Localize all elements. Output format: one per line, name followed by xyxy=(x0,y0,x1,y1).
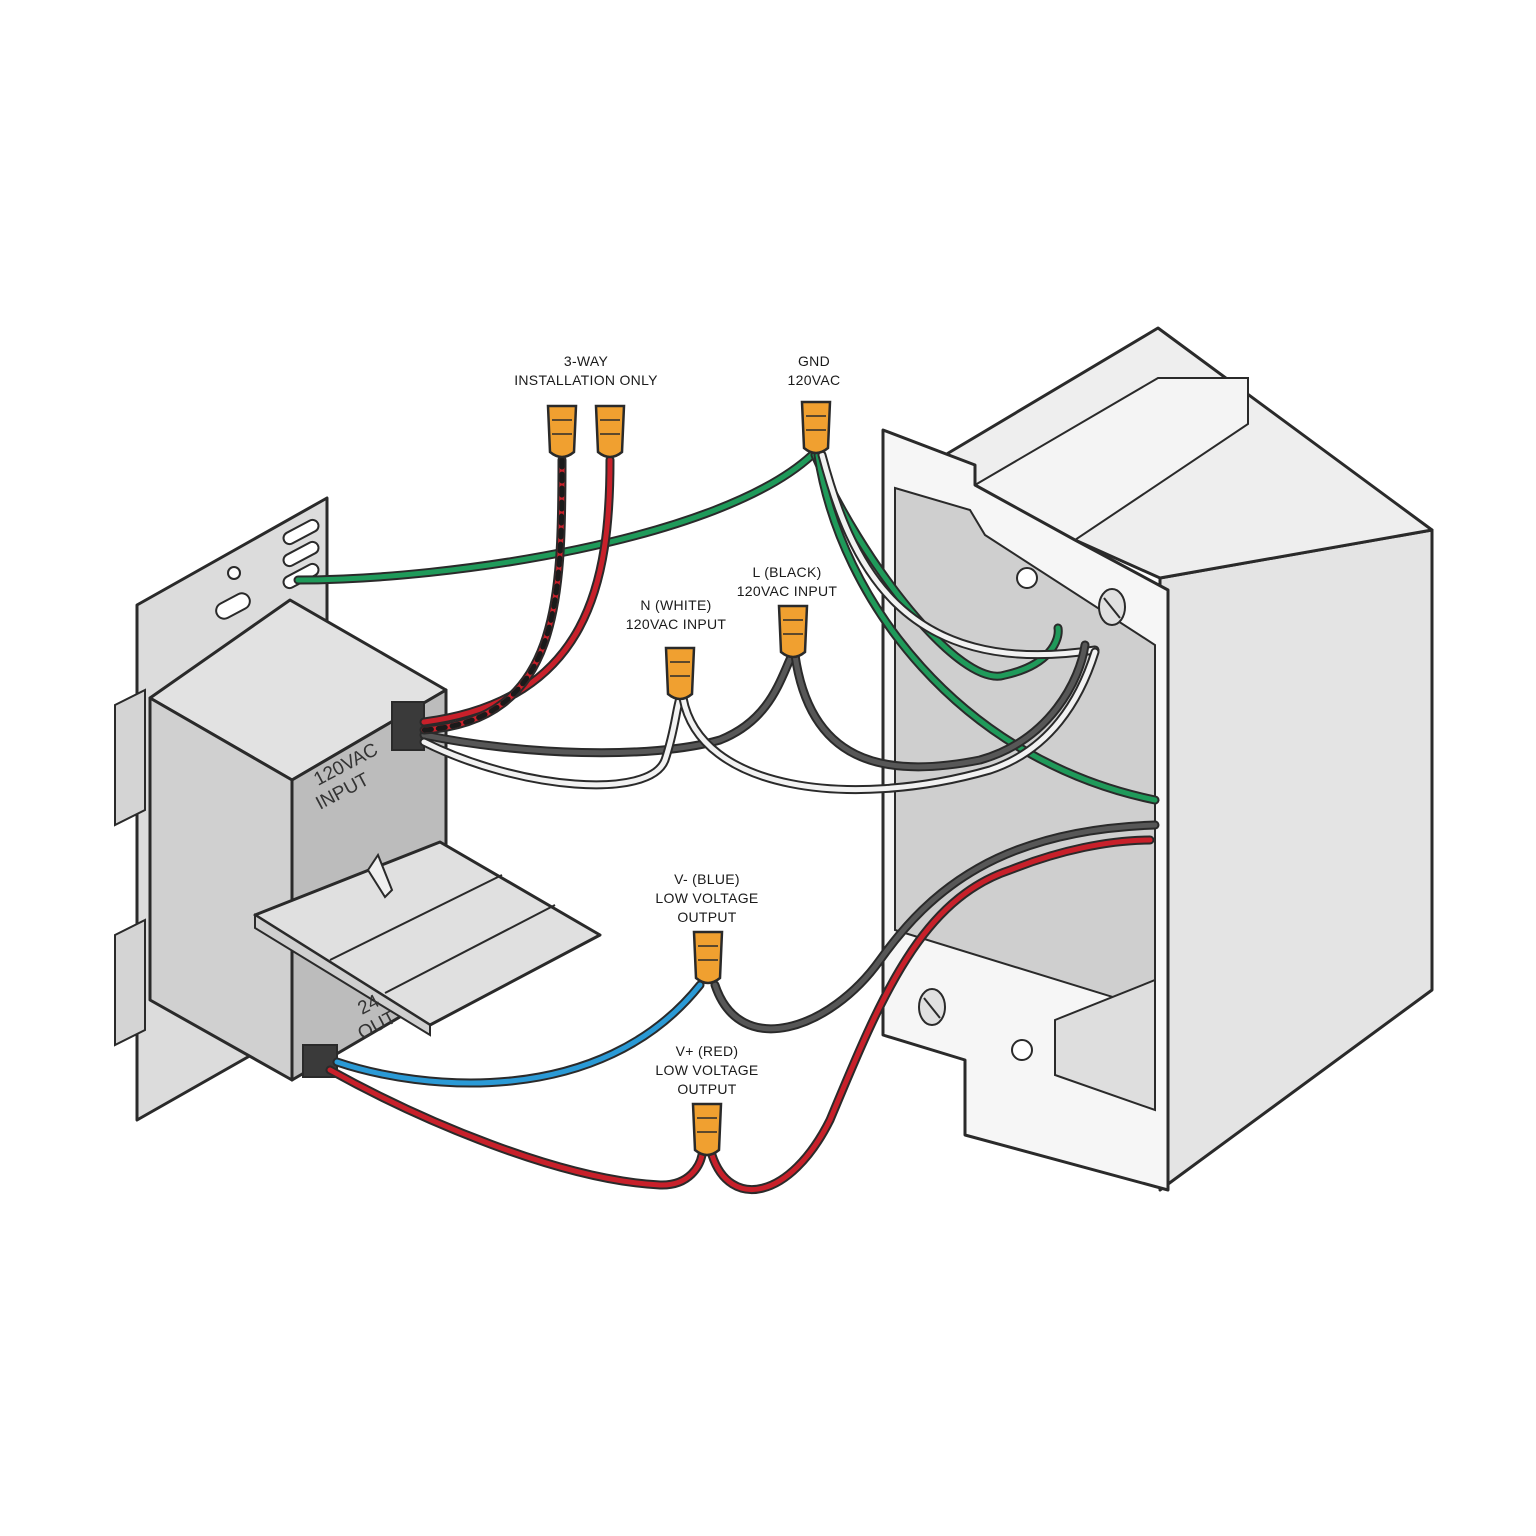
label-gnd-line1: GND xyxy=(798,353,830,369)
paddle-seam-1 xyxy=(329,874,503,961)
label-vminus-line3: OUTPUT xyxy=(677,909,736,925)
wire-nuts xyxy=(546,400,832,1157)
strap-hole xyxy=(227,566,241,580)
label-vplus-line2: LOW VOLTAGE xyxy=(655,1062,758,1078)
strap-slot-2 xyxy=(282,540,320,568)
wire-nut-3way-red xyxy=(594,404,626,459)
wire-nut-gnd xyxy=(800,400,832,455)
paddle-seam-2 xyxy=(384,904,556,994)
label-gnd-line2: 120VAC xyxy=(788,372,841,388)
wire-nut-neutral xyxy=(664,646,696,701)
strap-tab-upper xyxy=(114,688,146,827)
wire-black-line-device xyxy=(419,650,797,758)
paddle-front-edge xyxy=(254,913,431,1037)
label-vminus-line1: V- (BLUE) xyxy=(674,871,740,887)
label-3way-line2: INSTALLATION ONLY xyxy=(514,372,658,388)
wire-nut-vplus xyxy=(691,1102,723,1157)
wires xyxy=(293,450,1160,1194)
strap-oval-slot xyxy=(215,592,251,620)
wire-nut-vminus xyxy=(692,930,724,985)
label-line-line2: 120VAC INPUT xyxy=(737,583,838,599)
wire-red-lv-device xyxy=(325,1065,707,1190)
switch-nub xyxy=(366,852,394,899)
label-neutral-line2: 120VAC INPUT xyxy=(626,616,727,632)
strap-tab-lower xyxy=(114,918,146,1047)
wire-nut-3way-striped xyxy=(546,404,578,459)
box-screw-hole-bottom xyxy=(1011,1039,1033,1061)
box-screw-hole-top xyxy=(1016,567,1038,589)
label-vminus-line2: LOW VOLTAGE xyxy=(655,890,758,906)
input-connector xyxy=(391,701,425,751)
callout-labels: 3-WAY INSTALLATION ONLY GND 120VAC L (BL… xyxy=(514,353,840,1097)
box-screw-top xyxy=(1098,588,1126,626)
label-3way-line1: 3-WAY xyxy=(564,353,609,369)
wire-nut-line xyxy=(777,604,809,659)
box-screw-bottom xyxy=(918,988,946,1026)
dimmer-device: 120VAC INPUT 24 OUT xyxy=(114,496,602,1122)
strap-slot-1 xyxy=(282,518,320,546)
label-vplus-line3: OUTPUT xyxy=(677,1081,736,1097)
label-line-line1: L (BLACK) xyxy=(752,564,821,580)
label-neutral-line1: N (WHITE) xyxy=(640,597,711,613)
label-vplus-line1: V+ (RED) xyxy=(676,1043,739,1059)
box-right-face xyxy=(1158,528,1434,1192)
wire-red-3way xyxy=(419,455,615,727)
box-inner-shelf xyxy=(1054,978,1156,1112)
